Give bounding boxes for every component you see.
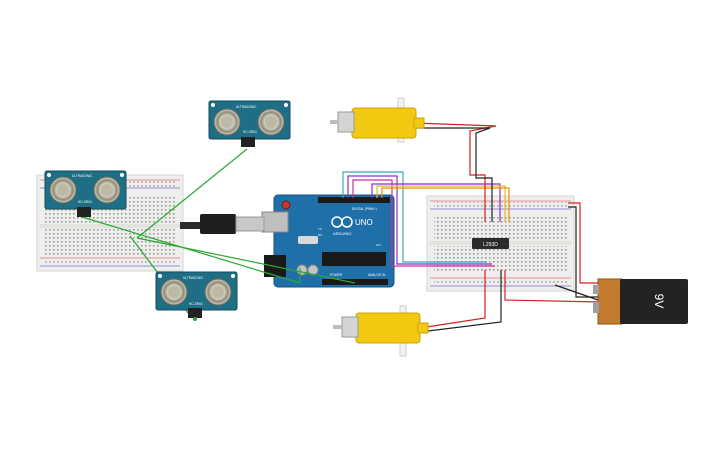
usb-cable[interactable]	[180, 214, 265, 234]
sensor-left-model: HC-SR04	[78, 200, 92, 204]
arduino-rx-label: RX	[318, 233, 322, 237]
arduino-uno-board[interactable]: UNO ARDUINO DIGITAL (PWM~) ANALOG IN POW…	[261, 194, 395, 288]
ultrasonic-sensor-top[interactable]: ULTRASONIC HC-SR04	[208, 100, 291, 147]
motor-driver-chip[interactable]: L293D	[472, 238, 509, 249]
sensor-bottom-brand: ULTRASONIC	[183, 276, 204, 280]
arduino-digital-label: DIGITAL (PWM~)	[352, 207, 377, 211]
sensor-top-model: HC-SR04	[243, 130, 257, 134]
sensor-left-brand: ULTRASONIC	[72, 174, 93, 178]
arduino-logo	[331, 216, 353, 228]
dc-motor-top[interactable]	[330, 97, 425, 143]
sensor-bottom-model: HC-SR04	[189, 302, 203, 306]
ultrasonic-sensor-left[interactable]: ULTRASONIC HC-SR04	[44, 170, 127, 217]
sensor-top-brand: ULTRASONIC	[236, 105, 257, 109]
arduino-power-label: POWER	[330, 273, 343, 277]
arduino-on-label: ON	[376, 243, 381, 247]
wire-bundle[interactable]	[81, 122, 601, 333]
arduino-uno-label: UNO	[355, 218, 373, 227]
arduino-analog-label: ANALOG IN	[368, 273, 386, 277]
battery-9v[interactable]: 9V	[593, 278, 688, 325]
ultrasonic-sensor-bottom[interactable]: ULTRASONIC HC-SR04	[155, 271, 238, 321]
dc-motor-bottom[interactable]	[333, 305, 429, 357]
arduino-brand-label: ARDUINO	[333, 231, 351, 236]
arduino-tx-label: TX	[318, 227, 322, 231]
battery-voltage-label: 9V	[652, 294, 666, 309]
driver-ic-label: L293D	[483, 242, 498, 248]
